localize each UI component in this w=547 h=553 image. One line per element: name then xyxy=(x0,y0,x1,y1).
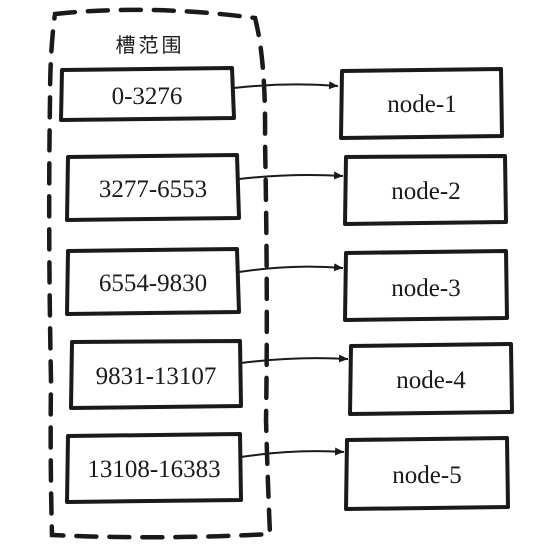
node-box-1-label: node-1 xyxy=(387,91,456,118)
node-box-5: node-5 xyxy=(344,436,510,511)
node-box-4-border xyxy=(348,342,514,416)
range-box-2-border xyxy=(65,153,241,222)
node-box-3: node-3 xyxy=(343,249,509,322)
node-box-2-border xyxy=(343,154,508,226)
range-box-4: 9831-13107 xyxy=(69,339,243,410)
arrow-range-2-to-node-2 xyxy=(238,171,344,180)
node-box-4-label: node-4 xyxy=(396,367,466,394)
range-box-5: 13108-16383 xyxy=(65,432,243,504)
range-box-4-border xyxy=(69,339,243,410)
node-box-3-label: node-3 xyxy=(391,275,460,302)
range-box-4-label: 9831-13107 xyxy=(96,363,217,390)
arrow-range-1-to-node-1 xyxy=(233,81,339,90)
node-box-2-label: node-2 xyxy=(391,178,460,205)
range-box-2: 3277-6553 xyxy=(65,153,241,222)
range-box-3: 6554-9830 xyxy=(65,247,241,316)
range-box-1-border xyxy=(59,66,236,122)
range-box-5-label: 13108-16383 xyxy=(87,456,220,483)
node-box-1-border xyxy=(339,67,504,140)
range-box-5-border xyxy=(65,432,243,504)
arrow-range-5-to-node-5 xyxy=(240,447,345,458)
range-box-1-label: 0-3276 xyxy=(112,83,183,110)
node-box-5-border xyxy=(344,436,510,511)
slot-range-group: 槽范围 xyxy=(46,7,273,540)
arrow-range-3-to-node-3 xyxy=(238,263,344,273)
arrow-range-4-to-node-4 xyxy=(240,354,349,364)
node-box-2: node-2 xyxy=(343,154,508,226)
node-box-3-border xyxy=(343,249,509,322)
node-box-1: node-1 xyxy=(339,67,504,140)
slot-range-group-title: 槽范围 xyxy=(116,33,185,57)
range-box-1: 0-3276 xyxy=(59,66,236,122)
node-box-4: node-4 xyxy=(348,342,514,416)
range-box-3-label: 6554-9830 xyxy=(99,270,207,297)
range-box-2-label: 3277-6553 xyxy=(99,176,207,203)
node-box-5-label: node-5 xyxy=(392,462,461,489)
range-box-3-border xyxy=(65,247,241,316)
